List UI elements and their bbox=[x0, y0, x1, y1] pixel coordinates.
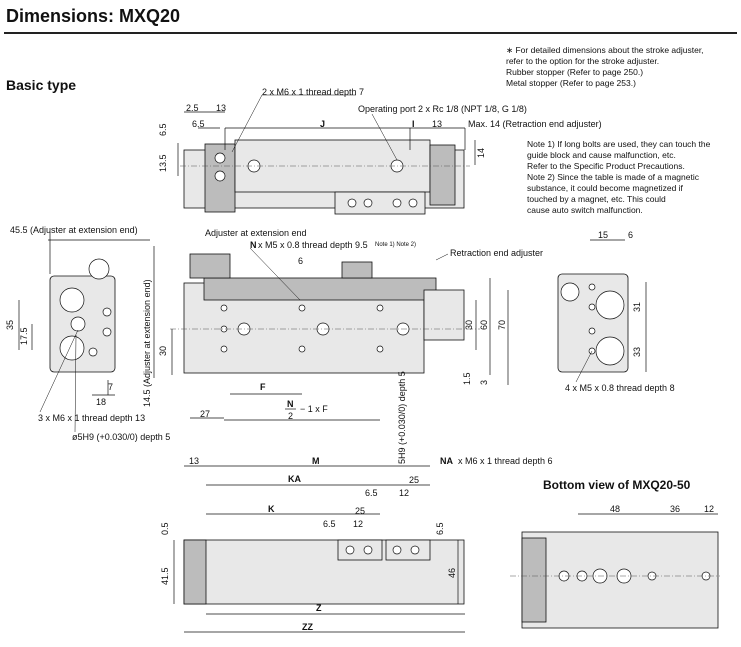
right-dim-31: 31 bbox=[632, 302, 642, 312]
front-h9-callout: 5H9 (+0.030/0) depth 5 bbox=[397, 371, 407, 464]
bottom-dim-25b: 25 bbox=[409, 475, 419, 485]
title-rule bbox=[4, 32, 737, 34]
front-n-letter: N bbox=[250, 240, 257, 250]
bottom-view-title: Bottom view of MXQ20-50 bbox=[543, 478, 691, 492]
top-dim-2.5: 2.5 bbox=[186, 103, 199, 113]
top-dim-J: J bbox=[320, 119, 325, 129]
front-n-thread: x M5 x 0.8 thread depth 9.5 bbox=[258, 240, 368, 250]
top-thread-callout: 2 x M6 x 1 thread depth 7 bbox=[262, 87, 364, 97]
front-left-vertical: 14.5 (Adjuster at extension end) bbox=[142, 279, 152, 407]
b50-dim-36: 36 bbox=[670, 504, 680, 514]
left-end-view: 45.5 (Adjuster at extension end) 35 17.5… bbox=[5, 225, 170, 442]
top-dim-13b: 13 bbox=[432, 119, 442, 129]
bottom-dim-M: M bbox=[312, 456, 320, 466]
bottom-dim-12b: 12 bbox=[399, 488, 409, 498]
stroke-adjuster-note: ∗ For detailed dimensions about the stro… bbox=[506, 45, 704, 88]
top-dim-I: I bbox=[412, 119, 415, 129]
left-phi-callout: ø5H9 (+0.030/0) depth 5 bbox=[72, 432, 170, 442]
front-dim-1.5: 1.5 bbox=[462, 372, 472, 385]
bottom-dim-12a: 12 bbox=[353, 519, 363, 529]
b50-dim-12: 12 bbox=[704, 504, 714, 514]
right-end-view: 15 6 31 33 4 x M5 x 0.8 thread depth 8 bbox=[557, 230, 675, 393]
note-2: Note 2) Since the table is made of a mag… bbox=[527, 172, 699, 215]
bottom-dim-0.5: 0.5 bbox=[160, 522, 170, 535]
bottom-na-letter: NA bbox=[440, 456, 453, 466]
top-dim-13.5v: 13.5 bbox=[158, 154, 168, 172]
front-formula-2: 2 bbox=[288, 411, 293, 421]
left-adjuster-ext: 45.5 (Adjuster at extension end) bbox=[10, 225, 138, 235]
front-dim-F: F bbox=[260, 382, 266, 392]
top-view: 2.5 13 6.5 J I 13 6.5 13.5 14 2 x M6 x 1… bbox=[158, 87, 602, 215]
front-formula-n: N bbox=[287, 399, 294, 409]
front-dim-60: 60 bbox=[479, 320, 489, 330]
top-port-callout: Operating port 2 x Rc 1/8 (NPT 1/8, G 1/… bbox=[358, 104, 527, 114]
front-dim-3: 3 bbox=[479, 380, 489, 385]
bottom-na-callout: x M6 x 1 thread depth 6 bbox=[458, 456, 553, 466]
bottom-dim-6.5c: 6.5 bbox=[435, 522, 445, 535]
right-thread-callout: 4 x M5 x 0.8 thread depth 8 bbox=[565, 383, 675, 393]
right-dim-6: 6 bbox=[628, 230, 633, 240]
bottom-view-mxq20-50: 48 36 12 bbox=[510, 504, 720, 629]
bottom-dim-Z: Z bbox=[316, 603, 322, 613]
b50-dim-48: 48 bbox=[610, 504, 620, 514]
right-dim-33: 33 bbox=[632, 347, 642, 357]
left-dim-18: 18 bbox=[96, 397, 106, 407]
front-dim-30-left: 30 bbox=[158, 346, 168, 356]
front-formula-rest: − 1 x F bbox=[300, 404, 328, 414]
front-note-ref: Note 1) Note 2) bbox=[375, 242, 416, 248]
front-dim-27: 27 bbox=[200, 409, 210, 419]
note-1: Note 1) If long bolts are used, they can… bbox=[527, 139, 711, 171]
top-dim-14: 14 bbox=[476, 148, 486, 158]
bottom-dim-6.5b: 6.5 bbox=[365, 488, 378, 498]
right-dim-15: 15 bbox=[598, 230, 608, 240]
bottom-dim-K: K bbox=[268, 504, 275, 514]
front-dim-6: 6 bbox=[298, 256, 303, 266]
bottom-dim-41.5: 41.5 bbox=[160, 567, 170, 585]
bottom-dim-13: 13 bbox=[189, 456, 199, 466]
front-view: Adjuster at extension end N x M5 x 0.8 t… bbox=[142, 228, 543, 464]
bottom-dim-46: 46 bbox=[447, 568, 457, 578]
bottom-dim-6.5a: 6.5 bbox=[323, 519, 336, 529]
front-adjuster-ext: Adjuster at extension end bbox=[205, 228, 307, 238]
bottom-dim-KA: KA bbox=[288, 474, 301, 484]
top-dim-13a: 13 bbox=[216, 103, 226, 113]
top-dim-6.5: 6.5 bbox=[192, 119, 205, 129]
bottom-dim-ZZ: ZZ bbox=[302, 622, 313, 632]
bottom-dim-25a: 25 bbox=[355, 506, 365, 516]
front-dim-70: 70 bbox=[497, 320, 507, 330]
left-thread-callout: 3 x M6 x 1 thread depth 13 bbox=[38, 413, 145, 423]
left-dim-35: 35 bbox=[5, 320, 15, 330]
bottom-view: 13 M KA K 25 6.5 12 6.5 25 12 0.5 41.5 6… bbox=[160, 456, 553, 633]
front-retraction-adjuster: Retraction end adjuster bbox=[450, 248, 543, 258]
front-dim-30-right: 30 bbox=[464, 320, 474, 330]
top-max-callout: Max. 14 (Retraction end adjuster) bbox=[468, 119, 602, 129]
top-dim-6.5v: 6.5 bbox=[158, 123, 168, 136]
left-dim-17.5: 17.5 bbox=[19, 327, 29, 345]
section-heading: Basic type bbox=[6, 77, 77, 93]
page-title: Dimensions: MXQ20 bbox=[6, 6, 181, 26]
left-dim-7: 7 bbox=[108, 382, 113, 392]
